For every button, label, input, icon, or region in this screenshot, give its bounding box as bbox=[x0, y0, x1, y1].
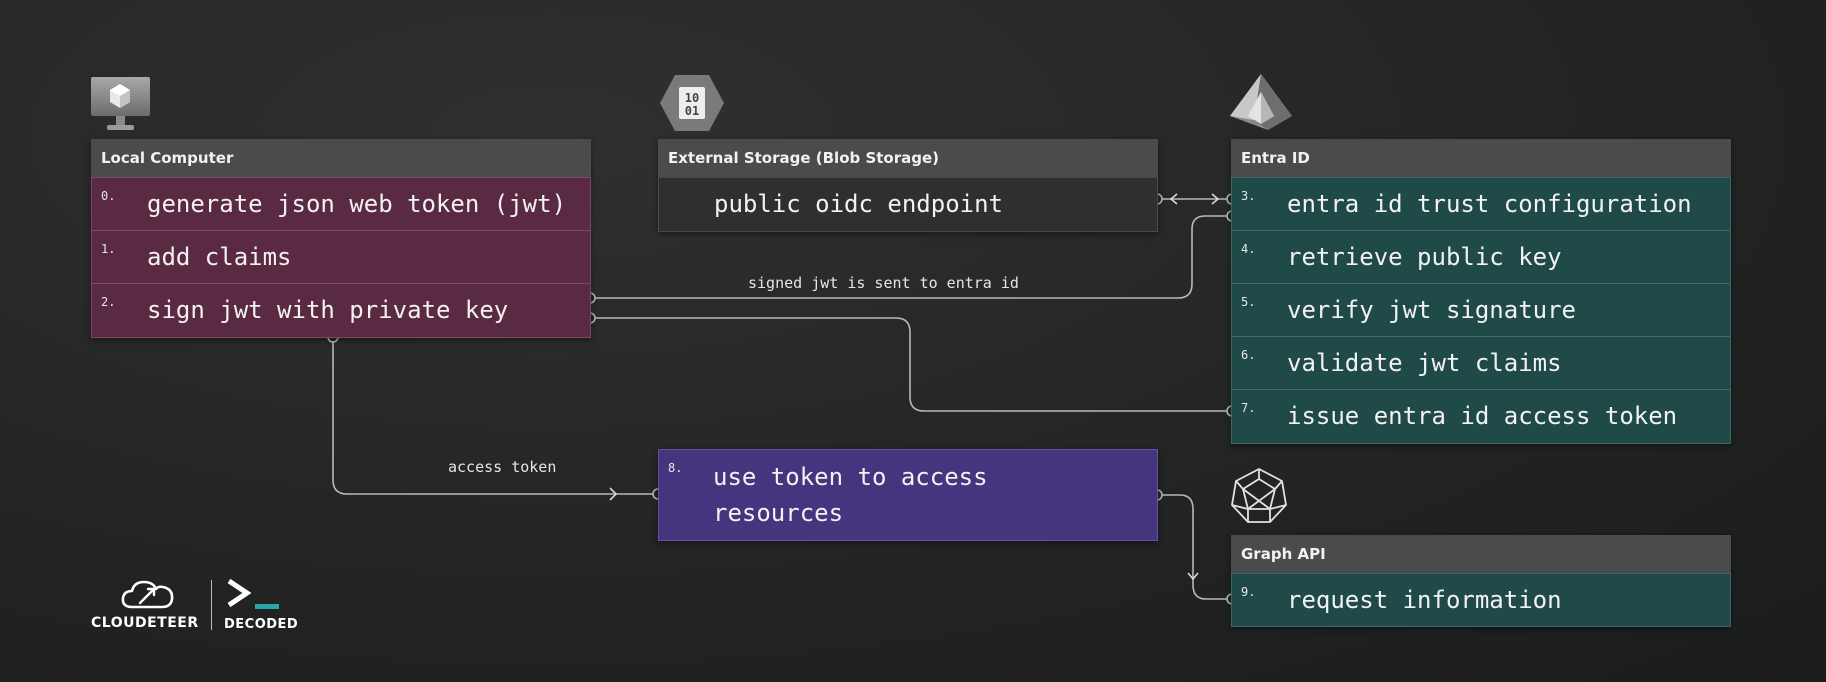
arrow-oidc-right bbox=[1211, 193, 1220, 205]
terminal-prompt-icon bbox=[227, 578, 279, 609]
step-6: 6. validate jwt claims bbox=[1232, 337, 1730, 390]
step-2: 2. sign jwt with private key bbox=[92, 284, 590, 337]
brand-name: CLOUDETEER bbox=[91, 615, 199, 631]
step-1: 1. add claims bbox=[92, 231, 590, 284]
step-number: 6. bbox=[1241, 348, 1256, 362]
cloudeteer-cloud-icon bbox=[121, 580, 174, 609]
graph-polyhedron-icon bbox=[1231, 468, 1287, 523]
arrow-request-down bbox=[1187, 572, 1199, 581]
step-text-line2: resources bbox=[713, 499, 844, 527]
connector-issue-token bbox=[590, 317, 1232, 412]
step-text-line1: use token to access bbox=[713, 463, 988, 491]
entra-pyramid-icon bbox=[1230, 74, 1292, 130]
panel-entra-id: Entra ID 3. entra id trust configuration… bbox=[1231, 139, 1731, 444]
step-list: public oidc endpoint bbox=[658, 177, 1158, 232]
step-text: sign jwt with private key bbox=[147, 296, 509, 324]
step-9: 9. request information bbox=[1232, 574, 1730, 626]
step-text: generate json web token (jwt) bbox=[147, 190, 567, 218]
step-number: 1. bbox=[101, 242, 116, 256]
step-number: 7. bbox=[1241, 401, 1256, 415]
panel-graph-api: Graph API 9. request information bbox=[1231, 535, 1731, 627]
label-signed-jwt: signed jwt is sent to entra id bbox=[748, 274, 1019, 292]
step-number: 8. bbox=[668, 461, 683, 475]
step-list: 3. entra id trust configuration 4. retri… bbox=[1231, 177, 1731, 444]
step-0: 0. generate json web token (jwt) bbox=[92, 178, 590, 231]
step-5: 5. verify jwt signature bbox=[1232, 284, 1730, 337]
step-8-box: 8. use token to access resources bbox=[658, 449, 1158, 541]
step-text: public oidc endpoint bbox=[714, 190, 1003, 218]
step-list: 0. generate json web token (jwt) 1. add … bbox=[91, 177, 591, 338]
logo-divider bbox=[211, 580, 212, 630]
step-7: 7. issue entra id access token bbox=[1232, 390, 1730, 443]
step-number: 4. bbox=[1241, 242, 1256, 256]
arrow-oidc-left bbox=[1169, 193, 1178, 205]
connector-request bbox=[1157, 494, 1232, 600]
step-4: 4. retrieve public key bbox=[1232, 231, 1730, 284]
arrow-access-token bbox=[609, 487, 618, 501]
panel-title: External Storage (Blob Storage) bbox=[658, 139, 1158, 177]
connector-signed-jwt bbox=[590, 215, 1232, 299]
panel-title: Entra ID bbox=[1231, 139, 1731, 177]
panel-title: Graph API bbox=[1231, 535, 1731, 573]
step-list: 9. request information bbox=[1231, 573, 1731, 627]
panel-external-storage: External Storage (Blob Storage) public o… bbox=[658, 139, 1158, 232]
step-text: verify jwt signature bbox=[1287, 296, 1576, 324]
step-text: entra id trust configuration bbox=[1287, 190, 1692, 218]
step-text: request information bbox=[1287, 586, 1562, 614]
step-text: retrieve public key bbox=[1287, 243, 1562, 271]
step-text: validate jwt claims bbox=[1287, 349, 1562, 377]
svg-text:10: 10 bbox=[685, 91, 699, 105]
step-number: 9. bbox=[1241, 585, 1256, 599]
step-number: 0. bbox=[101, 189, 116, 203]
svg-text:01: 01 bbox=[685, 104, 699, 118]
label-access-token: access token bbox=[448, 458, 557, 476]
step-number: 2. bbox=[101, 295, 116, 309]
panel-local-computer: Local Computer 0. generate json web toke… bbox=[91, 139, 591, 338]
panel-title: Local Computer bbox=[91, 139, 591, 177]
step-3: 3. entra id trust configuration bbox=[1232, 178, 1730, 231]
step-number: 3. bbox=[1241, 189, 1256, 203]
monitor-icon bbox=[91, 77, 150, 130]
product-name: DECODED bbox=[224, 617, 299, 632]
binary-blob-icon: 10 01 bbox=[660, 75, 724, 131]
step-number: 5. bbox=[1241, 295, 1256, 309]
step-text: issue entra id access token bbox=[1287, 402, 1678, 430]
connector-access-token bbox=[332, 337, 658, 495]
storage-endpoint: public oidc endpoint bbox=[659, 178, 1157, 231]
step-text: add claims bbox=[147, 243, 292, 271]
